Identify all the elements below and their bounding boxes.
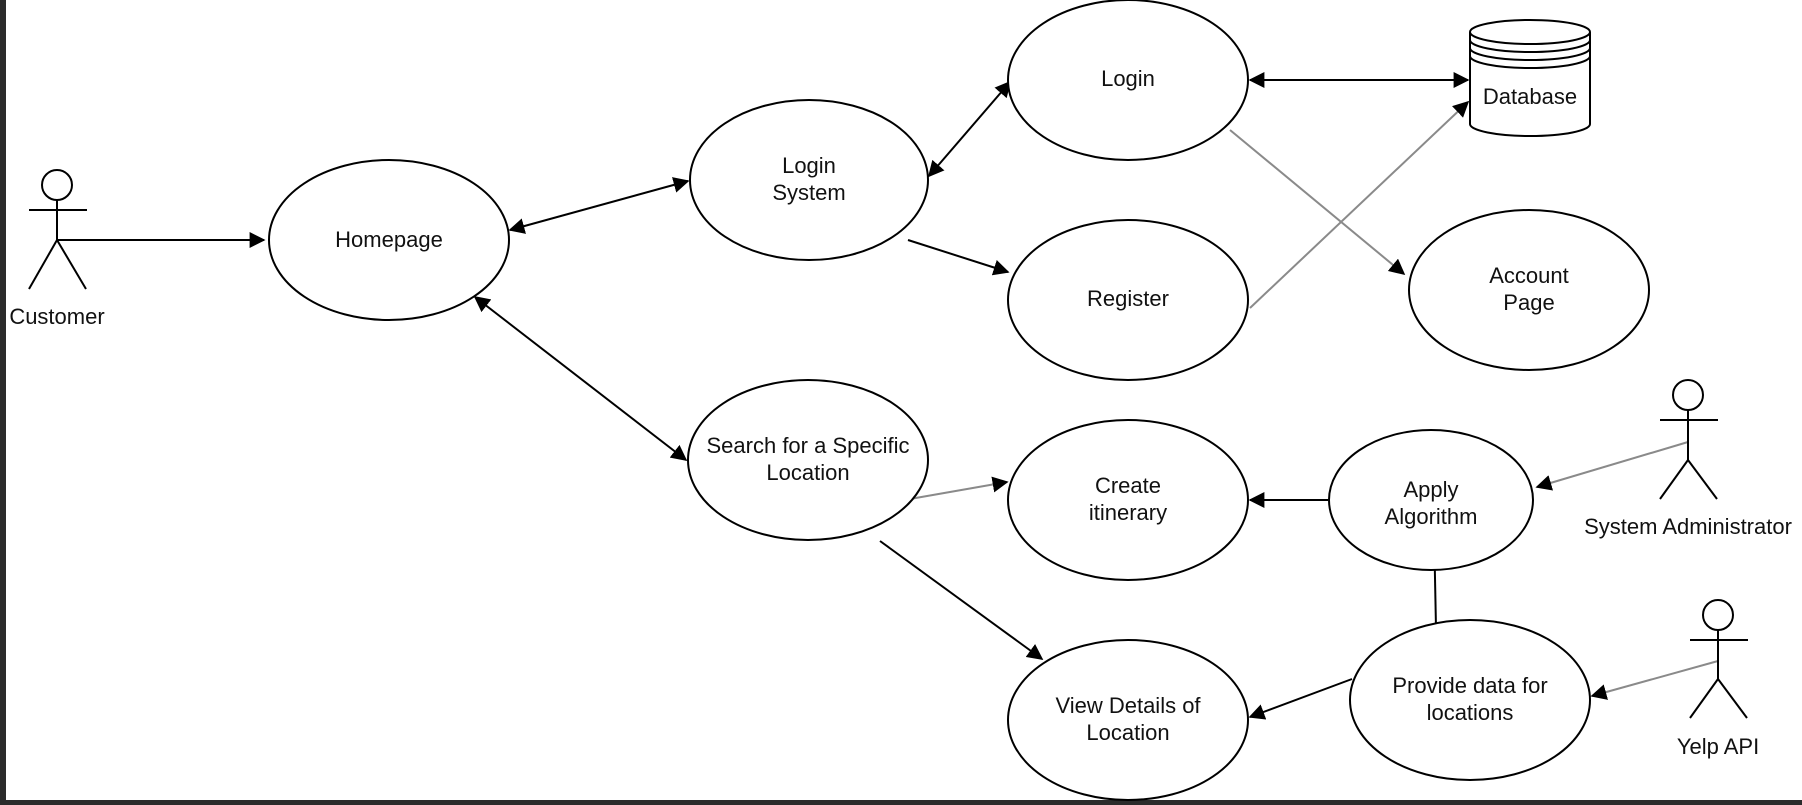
- edge-provide-data-view-details: [1248, 678, 1353, 720]
- edge-register-database: [1249, 100, 1470, 309]
- label-login-system-line2: System: [772, 180, 845, 205]
- label-provide-data-line1: Provide data for: [1392, 673, 1547, 698]
- label-account-page-line1: Account: [1489, 263, 1569, 288]
- label-database: Database: [1483, 84, 1577, 109]
- edge-login-account-page: [1229, 129, 1406, 276]
- label-login: Login: [1101, 66, 1155, 91]
- actor-customer: [28, 169, 87, 290]
- use-case-search-location: [687, 379, 929, 541]
- use-case-apply-algorithm: [1328, 429, 1534, 571]
- label-apply-algorithm-line1: Apply: [1403, 477, 1458, 502]
- label-provide-data-line2: locations: [1427, 700, 1514, 725]
- label-create-itinerary-line2: itinerary: [1089, 500, 1167, 525]
- use-case-login-system: [689, 99, 929, 261]
- connectors: [57, 72, 1719, 720]
- label-search-line2: Location: [766, 460, 849, 485]
- edge-admin-algorithm: [1535, 441, 1689, 491]
- edge-homepage-login-system: [508, 177, 690, 234]
- edge-yelp-provide-data: [1590, 660, 1719, 700]
- admin-head: [1672, 379, 1704, 411]
- database-rings: [1469, 39, 1591, 69]
- label-yelp-api: Yelp API: [1677, 734, 1759, 759]
- database-store: [1469, 19, 1591, 137]
- label-homepage: Homepage: [335, 227, 443, 252]
- label-register: Register: [1087, 286, 1169, 311]
- label-apply-algorithm-line2: Algorithm: [1385, 504, 1478, 529]
- edge-search-create-itinerary: [909, 476, 1009, 500]
- use-case-login: [1007, 0, 1249, 161]
- edge-login-system-register: [907, 239, 1010, 276]
- label-account-page-line2: Page: [1503, 290, 1554, 315]
- use-case-provide-data: [1349, 619, 1591, 781]
- actor-system-administrator: [1659, 379, 1718, 500]
- use-case-create-itinerary: [1007, 419, 1249, 581]
- use-case-view-details: [1007, 639, 1249, 801]
- edge-search-view-details: [879, 540, 1044, 660]
- edge-login-system-login: [927, 80, 1012, 178]
- edge-homepage-search: [473, 296, 688, 461]
- label-customer: Customer: [9, 304, 104, 329]
- label-create-itinerary-line1: Create: [1095, 473, 1161, 498]
- yelp-head: [1702, 599, 1734, 631]
- label-search-line1: Search for a Specific: [707, 433, 910, 458]
- customer-head: [41, 169, 73, 201]
- use-case-account-page: [1408, 209, 1650, 371]
- use-case-homepage: [268, 159, 510, 321]
- label-view-details-line1: View Details of: [1055, 693, 1201, 718]
- label-login-system-line1: Login: [782, 153, 836, 178]
- use-case-register: [1007, 219, 1249, 381]
- label-view-details-line2: Location: [1086, 720, 1169, 745]
- actor-yelp-api: [1689, 599, 1748, 719]
- database-top: [1469, 19, 1591, 45]
- label-system-administrator: System Administrator: [1584, 514, 1792, 539]
